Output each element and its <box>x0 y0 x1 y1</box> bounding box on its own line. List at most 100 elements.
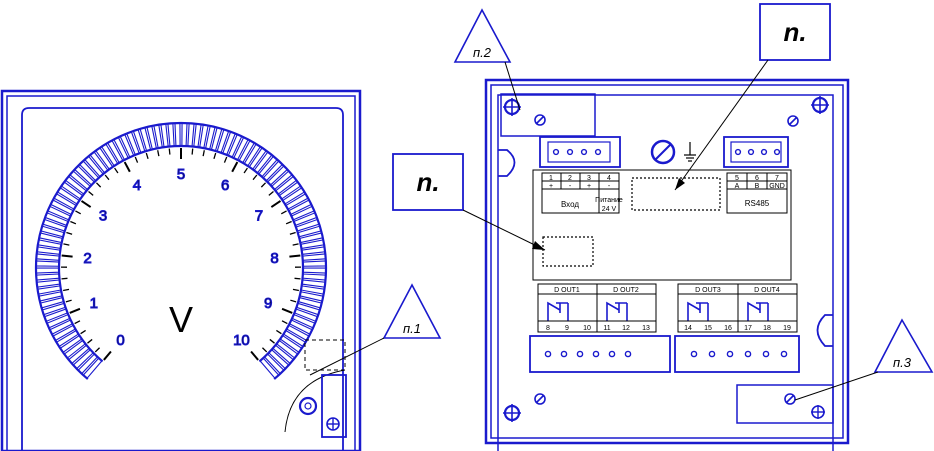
connector-pin <box>780 350 788 358</box>
dial-tick <box>103 350 112 361</box>
pcb-board <box>532 169 792 281</box>
out2-label: D OUT2 <box>613 287 639 294</box>
cut-line <box>284 369 346 433</box>
callout-p3-label: п.3 <box>893 355 912 370</box>
term-7: 7 <box>775 175 779 182</box>
connector-pin <box>762 350 770 358</box>
dial-segment <box>35 267 60 274</box>
latch-right <box>816 314 833 347</box>
dashed-zone <box>304 339 346 371</box>
relay-contact <box>547 301 569 321</box>
callout-p1 <box>309 283 442 376</box>
out1-label: D OUT1 <box>554 287 580 294</box>
term-4: 4 <box>607 175 611 182</box>
dial-tick <box>87 338 93 344</box>
ground-symbol-icon <box>684 142 696 162</box>
screw-slot-icon <box>534 114 546 126</box>
output-terminal-number: 12 <box>622 325 630 332</box>
output-terminal-number: 19 <box>783 325 791 332</box>
dial-number: 8 <box>270 250 278 267</box>
dial-tick <box>191 148 194 155</box>
dial-tick <box>292 288 299 292</box>
dial-tick <box>289 231 296 235</box>
dial-tick <box>290 299 297 303</box>
note-top-leader <box>674 59 769 191</box>
dial-segment <box>174 122 181 147</box>
callout-p3-leader <box>794 371 879 401</box>
output-terminal-number: 18 <box>763 325 771 332</box>
dashed-box-left <box>542 236 594 267</box>
dial-segment <box>35 253 61 261</box>
connector-out-left <box>529 335 671 373</box>
out3-label: D OUT3 <box>695 287 721 294</box>
dial-number: 4 <box>133 177 141 194</box>
dial-tick <box>294 277 301 280</box>
relay-contact <box>747 301 769 321</box>
callout-p2-triangle <box>453 8 512 63</box>
callout-p2 <box>453 8 512 63</box>
terminal-tables <box>541 172 788 214</box>
dial-segment <box>301 273 327 281</box>
screw-c-icon <box>298 396 318 416</box>
term-3: 3 <box>587 175 591 182</box>
note-top-label: n. <box>783 17 806 47</box>
screw-cross-icon <box>503 404 521 422</box>
dial-tick <box>280 210 287 215</box>
dial-tick <box>202 150 205 157</box>
connector-pin <box>726 350 734 358</box>
meter-unit: V <box>169 299 193 340</box>
connector-input <box>539 136 621 168</box>
dial-tick <box>70 220 77 225</box>
dial-segment <box>35 260 60 267</box>
rs485-terminal-numbers: 5 6 7 A B GND RS485 <box>735 175 785 208</box>
dial-segment <box>181 122 188 147</box>
connector-rs485 <box>723 136 789 168</box>
screw-block <box>321 374 347 438</box>
connector-pin <box>592 350 600 358</box>
output-terminal-number: 14 <box>684 325 692 332</box>
connector-pin <box>624 350 632 358</box>
rear-housing <box>497 94 834 451</box>
dial-segment <box>301 253 327 261</box>
dial-tick <box>281 320 288 325</box>
dial-number: 3 <box>99 207 107 224</box>
screw-cross-icon <box>811 96 829 114</box>
note-top-box <box>759 3 831 61</box>
note-left-label: n. <box>416 167 439 197</box>
dial-tick <box>260 182 267 188</box>
dial-tick <box>243 167 248 174</box>
screw-slot-icon <box>787 115 799 127</box>
dial-tick <box>74 320 81 325</box>
output-terminal-number: 8 <box>546 325 550 332</box>
dial-number: 6 <box>221 177 229 194</box>
dial-tick <box>223 156 228 163</box>
power-label: Питание <box>595 197 623 204</box>
dial-segment <box>187 122 195 148</box>
screw-cross-icon <box>326 417 340 431</box>
dial-segment <box>302 260 327 267</box>
meter-outer-frame <box>0 89 362 451</box>
connector-pin <box>690 350 698 358</box>
dial-tick <box>285 220 292 225</box>
dial-tick <box>61 277 68 280</box>
dial-tick <box>63 243 70 246</box>
dial-tick <box>276 329 282 335</box>
callout-p1-triangle <box>382 283 442 339</box>
connector-pin <box>576 350 584 358</box>
term-2: 2 <box>568 175 572 182</box>
term-1: 1 <box>549 175 553 182</box>
dial-tick <box>61 254 73 258</box>
output-terminal-number: 16 <box>724 325 732 332</box>
dial-tick <box>94 347 101 353</box>
dial-tick <box>69 307 81 314</box>
dial-tick <box>250 350 259 361</box>
dial-number: 7 <box>255 207 263 224</box>
dial-number: 9 <box>264 295 272 312</box>
dial-tick <box>95 182 102 188</box>
note-left-leader <box>462 209 546 251</box>
callout-p3 <box>873 318 934 373</box>
relay-contact <box>606 301 628 321</box>
